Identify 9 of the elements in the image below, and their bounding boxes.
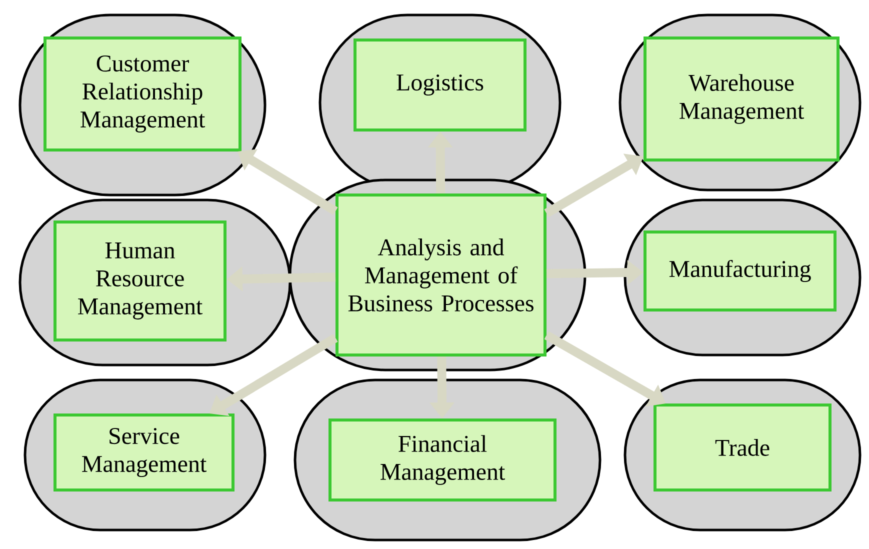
process-box: Analysis and Management of Business Processes: [336, 194, 546, 356]
process-box: Customer Relationship Management: [44, 36, 242, 152]
process-box: Trade: [654, 404, 832, 492]
process-box: Financial Management: [328, 418, 556, 502]
process-box: Human Resource Management: [54, 220, 226, 342]
process-box: Service Management: [54, 414, 234, 492]
process-box: Manufacturing: [644, 230, 836, 312]
process-box: Warehouse Management: [644, 36, 840, 162]
process-box: Logistics: [354, 38, 526, 132]
